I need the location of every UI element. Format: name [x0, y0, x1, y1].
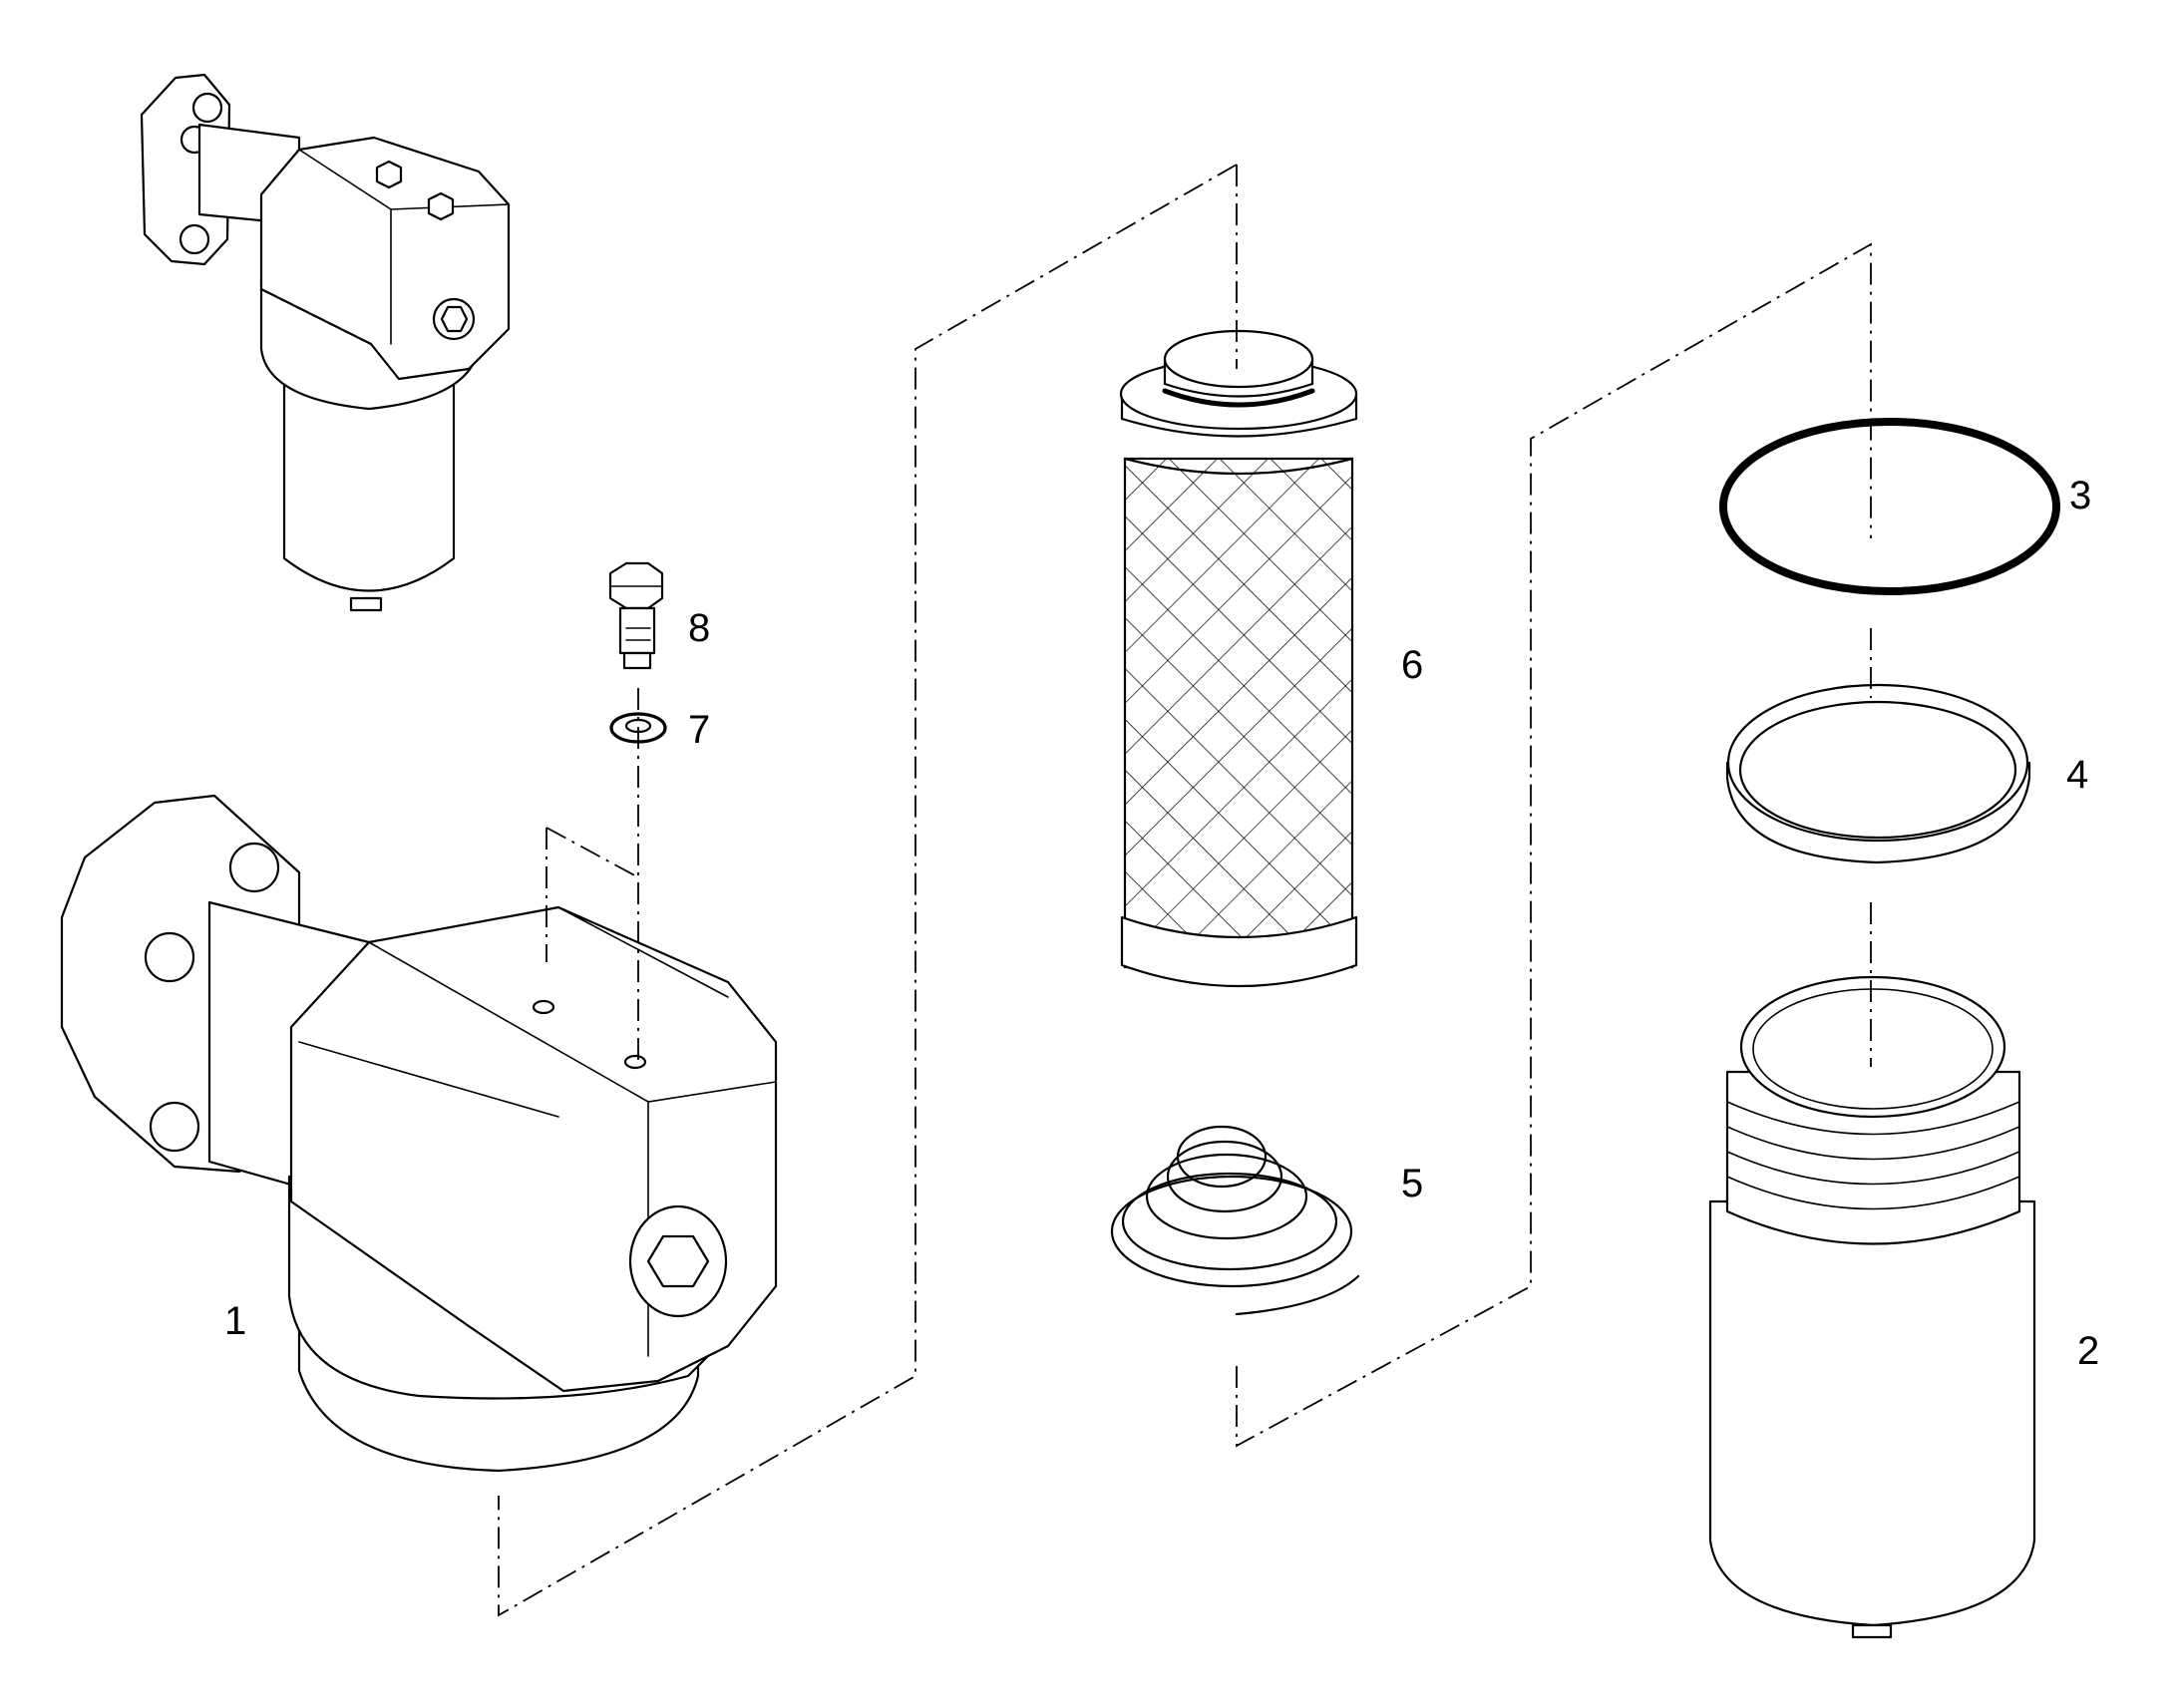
- filter-element-part: [1119, 329, 1358, 988]
- callout-3: 3: [2069, 474, 2091, 517]
- callout-8: 8: [688, 606, 710, 650]
- callout-4: 4: [2066, 753, 2088, 797]
- filter-bowl-part: [1708, 975, 2036, 1639]
- assembly-centerlines: [498, 164, 1872, 1617]
- callout-5: 5: [1401, 1162, 1423, 1205]
- assembled-filter-thumbnail: [140, 73, 511, 612]
- callout-7: 7: [688, 708, 710, 752]
- callout-labels: 1 2 3 4 5 6 7 8: [224, 474, 2099, 1373]
- callout-2: 2: [2077, 1329, 2099, 1373]
- filter-head-part: [60, 794, 778, 1473]
- o-ring-part: [1719, 418, 2060, 595]
- spring-part: [1110, 1125, 1360, 1316]
- bolt-part: [608, 561, 664, 670]
- callout-6: 6: [1401, 643, 1423, 687]
- callout-1: 1: [224, 1299, 246, 1343]
- backup-ring-part: [1725, 683, 2031, 864]
